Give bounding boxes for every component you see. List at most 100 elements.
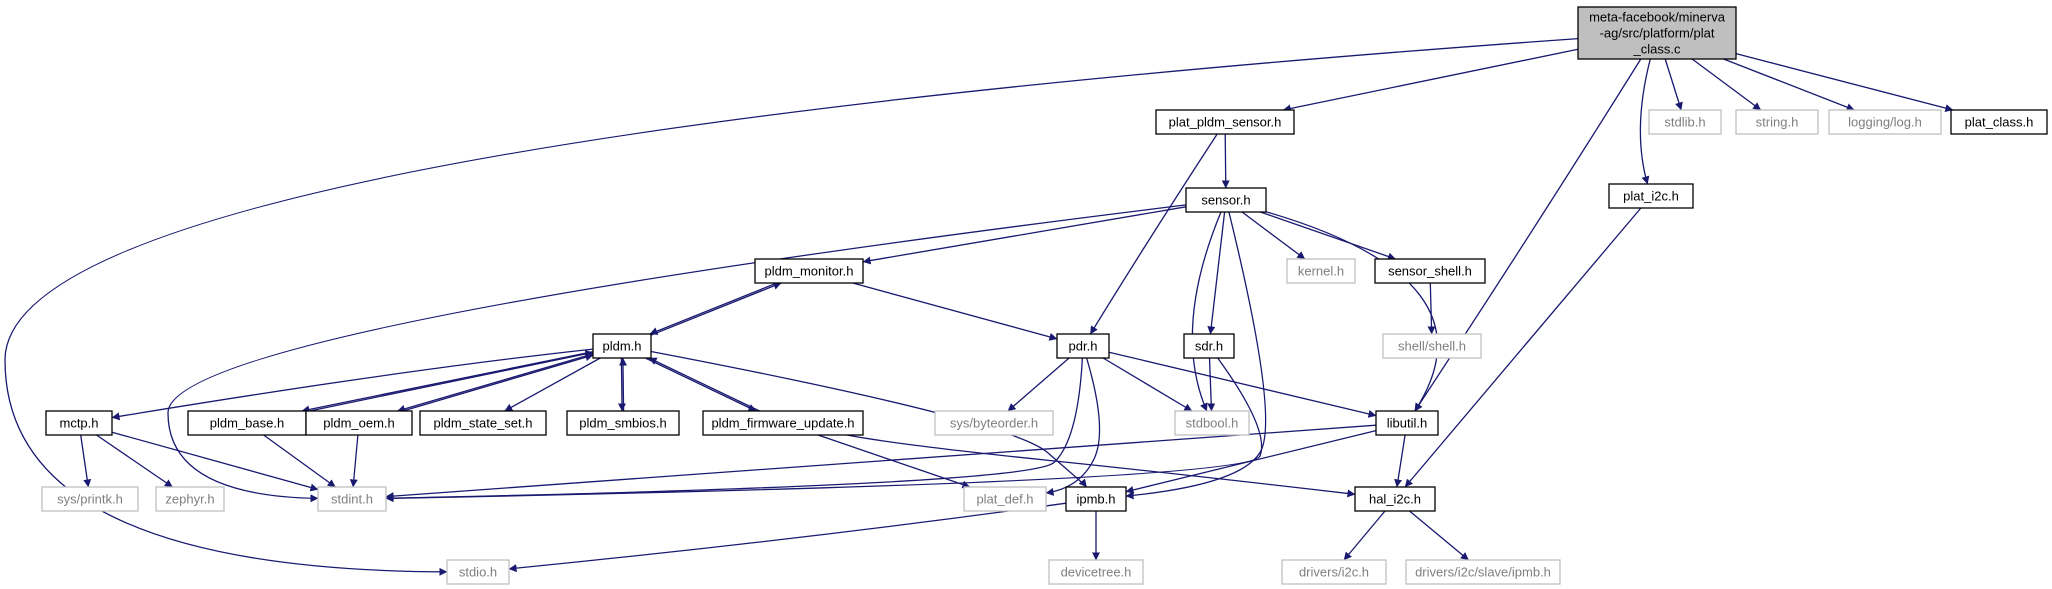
- edge-libutil-to-stdint: [385, 424, 1377, 501]
- node-pldm-firmware-update[interactable]: pldm_firmware_update.h: [702, 410, 864, 436]
- node-sensor-shell[interactable]: sensor_shell.h: [1374, 258, 1486, 284]
- node-box: [1183, 333, 1235, 359]
- node-label: plat_class.h: [1965, 115, 2034, 130]
- edge-sdr-to-stdint: [385, 357, 1263, 503]
- node-root[interactable]: meta-facebook/minerva-ag/src/platform/pl…: [1577, 6, 1737, 60]
- node-label: devicetree.h: [1061, 565, 1132, 580]
- edge-pldm-oem-to-pldm: [402, 353, 594, 412]
- node-pldm-smbios[interactable]: pldm_smbios.h: [566, 410, 680, 436]
- node-box: [1405, 559, 1561, 585]
- node-label: mctp.h: [59, 416, 98, 431]
- dependency-edge: [648, 357, 760, 412]
- node-label: stdio.h: [459, 565, 497, 580]
- node-box: [754, 258, 864, 284]
- dependency-edge: [1394, 434, 1406, 488]
- node-box: [1185, 187, 1267, 213]
- dependency-edge: [617, 357, 626, 412]
- node-plat-i2c[interactable]: plat_i2c.h: [1608, 183, 1694, 209]
- node-label: sensor.h: [1201, 193, 1250, 208]
- edge-mctp-to-sys-printk: [80, 434, 92, 488]
- dependency-edge: [263, 434, 336, 488]
- node-label: sensor_shell.h: [1388, 264, 1472, 279]
- edge-pldm-to-pldm-state-set: [504, 357, 601, 412]
- node-sensor[interactable]: sensor.h: [1185, 187, 1267, 213]
- dependency-edge: [1723, 58, 1855, 111]
- node-pldm-state-set[interactable]: pldm_state_set.h: [419, 410, 547, 436]
- node-logging-log: logging/log.h: [1828, 109, 1942, 135]
- edge-sensor-to-stdint: [167, 204, 1187, 503]
- edge-sensor-to-kernel: [1241, 211, 1306, 260]
- node-drivers-i2c-slave-ipmb: drivers/i2c/slave/ipmb.h: [1405, 559, 1561, 585]
- dependency-edge: [1409, 510, 1469, 561]
- node-label: logging/log.h: [1848, 115, 1922, 130]
- dependency-edge: [1282, 48, 1579, 113]
- node-box: [1382, 333, 1482, 359]
- dependency-edge: [1207, 211, 1226, 335]
- edge-pldm-firmware-update-to-plat-def: [817, 434, 971, 489]
- node-box: [1950, 109, 2048, 135]
- node-hal-i2c[interactable]: hal_i2c.h: [1354, 486, 1436, 512]
- edge-mctp-to-zephyr: [96, 434, 173, 488]
- edge-pldm-to-pldm-monitor: [650, 282, 782, 336]
- edge-sensor-to-sensor-shell: [1260, 211, 1396, 261]
- edge-plat-pldm-sensor-to-pdr: [1089, 133, 1218, 335]
- node-box: [1375, 410, 1439, 436]
- node-label: meta-facebook/minerva: [1589, 10, 1726, 25]
- node-box: [1174, 410, 1250, 436]
- node-label: drivers/i2c/slave/ipmb.h: [1415, 565, 1551, 580]
- dependency-edge: [305, 350, 594, 413]
- node-box: [1155, 109, 1295, 135]
- node-label: ipmb.h: [1076, 492, 1115, 507]
- node-sdr[interactable]: sdr.h: [1183, 333, 1235, 359]
- dependency-edge: [1007, 357, 1070, 412]
- node-box: [1577, 6, 1737, 60]
- node-string: string.h: [1735, 109, 1819, 135]
- node-label: plat_def.h: [976, 492, 1033, 507]
- node-plat-def: plat_def.h: [963, 486, 1047, 512]
- edge-pdr-to-libutil: [1108, 351, 1377, 418]
- node-label: pldm.h: [602, 339, 641, 354]
- dependency-edge: [1735, 52, 1954, 112]
- edge-pdr-to-stdint: [385, 357, 1084, 503]
- node-label: sys/printk.h: [57, 492, 123, 507]
- edge-hal-i2c-to-drivers-i2c-slave-ipmb: [1409, 510, 1469, 561]
- edge-sdr-to-stdbool: [1207, 357, 1216, 412]
- node-box: [1648, 109, 1722, 135]
- edge-hal-i2c-to-drivers-i2c: [1343, 510, 1386, 561]
- node-libutil[interactable]: libutil.h: [1375, 410, 1439, 436]
- node-box: [1281, 559, 1387, 585]
- edge-pldm-to-pldm-oem: [397, 353, 594, 413]
- node-pdr[interactable]: pdr.h: [1056, 333, 1110, 359]
- node-pldm-oem[interactable]: pldm_oem.h: [305, 410, 413, 436]
- node-label: plat_pldm_sensor.h: [1169, 115, 1282, 130]
- node-box: [1608, 183, 1694, 209]
- node-pldm-monitor[interactable]: pldm_monitor.h: [754, 258, 864, 284]
- dependency-edge: [1191, 211, 1222, 412]
- dependency-edge: [385, 424, 1377, 501]
- node-label: stdbool.h: [1186, 416, 1239, 431]
- node-mctp[interactable]: mctp.h: [45, 410, 113, 436]
- dependency-edge: [645, 357, 757, 412]
- node-box: [1048, 559, 1144, 585]
- edge-ipmb-to-stdio: [508, 502, 1067, 573]
- node-ipmb[interactable]: ipmb.h: [1065, 486, 1127, 512]
- edge-pldm-oem-to-stdint: [349, 434, 359, 488]
- edge-libutil-to-ipmb: [1125, 429, 1377, 494]
- node-box: [419, 410, 547, 436]
- node-pldm[interactable]: pldm.h: [592, 333, 652, 359]
- node-plat-pldm-sensor[interactable]: plat_pldm_sensor.h: [1155, 109, 1295, 135]
- node-label: pldm_base.h: [210, 416, 284, 431]
- dependency-edge: [1414, 58, 1642, 412]
- dependency-edge: [397, 353, 594, 413]
- node-box: [934, 410, 1054, 436]
- node-label: shell/shell.h: [1398, 339, 1466, 354]
- dependency-edge: [96, 434, 173, 488]
- node-box: [963, 486, 1047, 512]
- node-stdlib: stdlib.h: [1648, 109, 1722, 135]
- edge-pldm-smbios-to-pldm: [619, 357, 628, 412]
- node-pldm-base[interactable]: pldm_base.h: [187, 410, 307, 436]
- node-label: plat_i2c.h: [1623, 189, 1679, 204]
- node-plat-class[interactable]: plat_class.h: [1950, 109, 2048, 135]
- node-box: [317, 486, 387, 512]
